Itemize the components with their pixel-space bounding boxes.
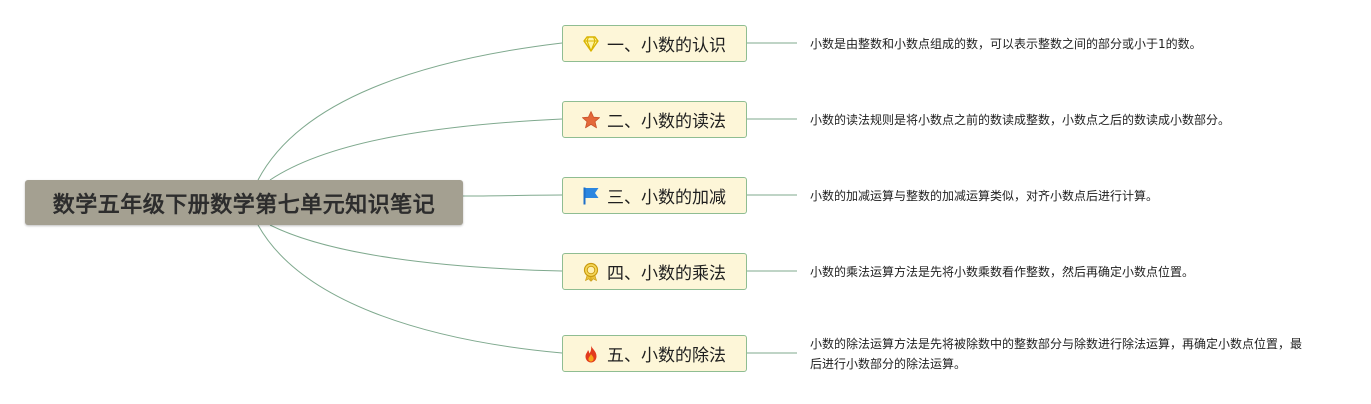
- connector-root-branch-4: [269, 224, 563, 272]
- connector-root-branch-3: [462, 194, 563, 197]
- root-topic[interactable]: 数学五年级下册数学第七单元知识笔记: [25, 180, 463, 225]
- fire-icon: [585, 345, 597, 362]
- note-3-text: 小数的加减运算与整数的加减运算类似，对齐小数点后进行计算。: [810, 189, 1159, 203]
- star-icon: [581, 110, 601, 128]
- note-2: 小数的读法规则是将小数点之前的数读成整数，小数点之后的数读成小数部分。: [810, 110, 1310, 130]
- note-1-text: 小数是由整数和小数点组成的数，可以表示整数之间的部分或小于1的数。: [810, 37, 1202, 51]
- branch-topic-2-label: 二、小数的读法: [607, 112, 726, 132]
- gem-icon: [583, 35, 599, 52]
- note-4: 小数的乘法运算方法是先将小数乘数看作整数，然后再确定小数点位置。: [810, 262, 1310, 282]
- connector-root-branch-5: [257, 224, 563, 354]
- branch-topic-3[interactable]: 三、小数的加减: [562, 177, 747, 214]
- branch-topic-3-label: 三、小数的加减: [607, 188, 726, 208]
- note-4-text: 小数的乘法运算方法是先将小数乘数看作整数，然后再确定小数点位置。: [810, 265, 1195, 279]
- award-icon: [583, 262, 599, 282]
- branch-topic-4[interactable]: 四、小数的乘法: [562, 253, 747, 290]
- note-5-text: 小数的除法运算方法是先将被除数中的整数部分与除数进行除法运算，再确定小数点位置，…: [810, 337, 1303, 371]
- note-1: 小数是由整数和小数点组成的数，可以表示整数之间的部分或小于1的数。: [810, 34, 1310, 54]
- connector-root-branch-1: [257, 42, 563, 181]
- note-2-text: 小数的读法规则是将小数点之前的数读成整数，小数点之后的数读成小数部分。: [810, 113, 1231, 127]
- note-5: 小数的除法运算方法是先将被除数中的整数部分与除数进行除法运算，再确定小数点位置，…: [810, 334, 1310, 374]
- branch-topic-4-label: 四、小数的乘法: [607, 264, 726, 284]
- branch-topic-5-label: 五、小数的除法: [607, 346, 726, 366]
- flag-icon: [583, 187, 599, 204]
- branch-topic-5[interactable]: 五、小数的除法: [562, 335, 747, 372]
- connector-root-branch-2: [269, 118, 563, 181]
- branch-topic-1-label: 一、小数的认识: [607, 36, 726, 56]
- branch-topic-1[interactable]: 一、小数的认识: [562, 25, 747, 62]
- branch-topic-2[interactable]: 二、小数的读法: [562, 101, 747, 138]
- root-topic-label: 数学五年级下册数学第七单元知识笔记: [52, 192, 436, 218]
- note-3: 小数的加减运算与整数的加减运算类似，对齐小数点后进行计算。: [810, 186, 1310, 206]
